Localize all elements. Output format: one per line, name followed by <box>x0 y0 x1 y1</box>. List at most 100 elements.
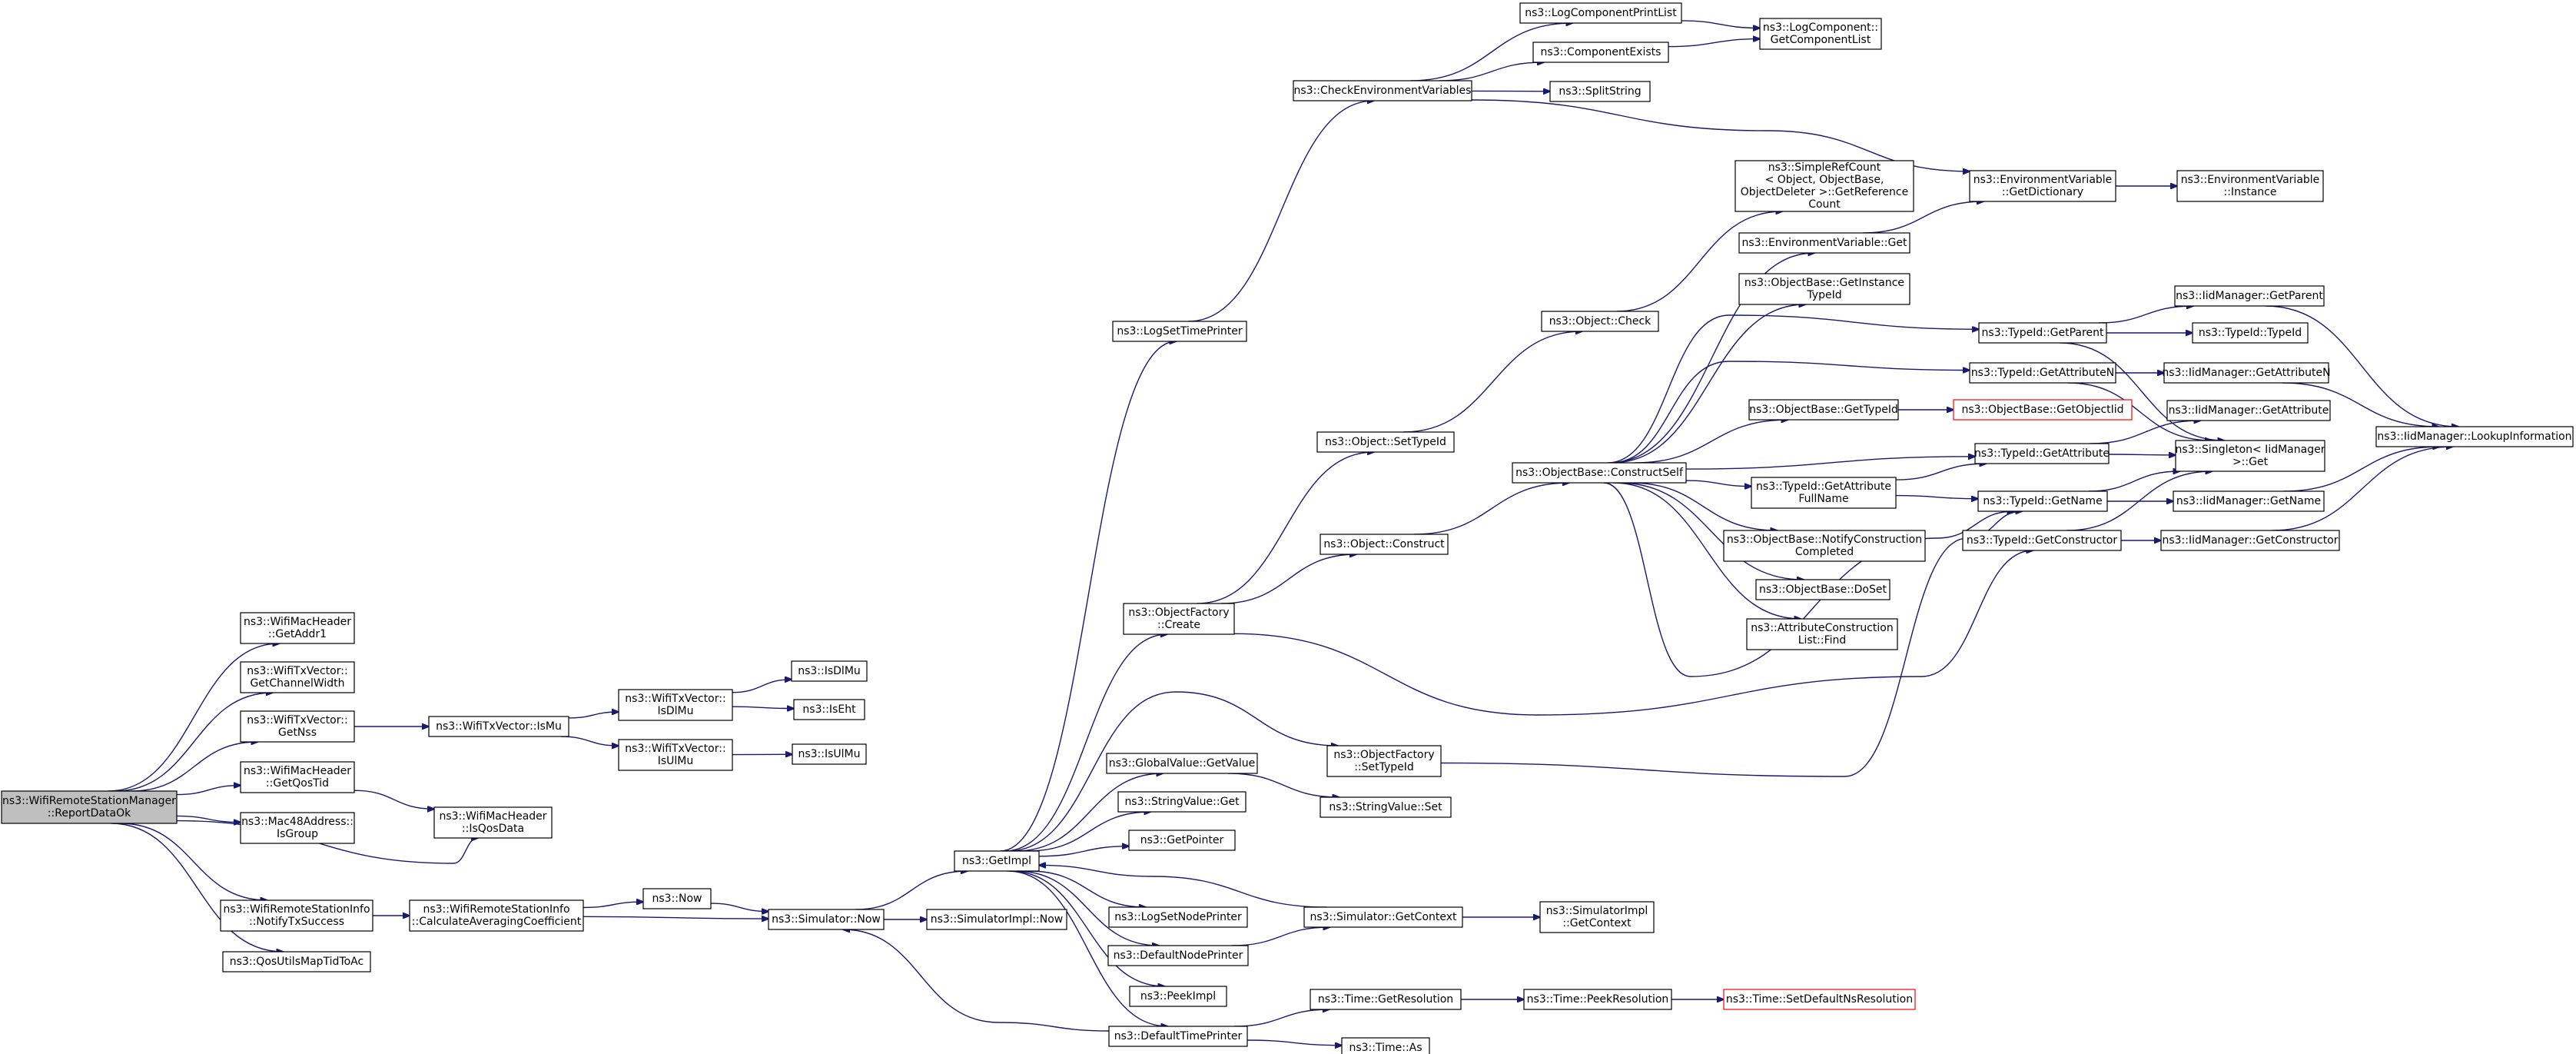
node-box-componentexists[interactable] <box>1532 42 1669 63</box>
node-box-root[interactable] <box>1 790 178 824</box>
node-box-envgetdictionary[interactable] <box>1969 170 2116 202</box>
node-box-peekresolution[interactable] <box>1523 989 1672 1010</box>
node-box-notifytxsuccess[interactable] <box>220 899 373 932</box>
node-simimplgetcontext[interactable]: ns3::SimulatorImpl::GetContext <box>1539 901 1655 933</box>
node-objconstruct[interactable]: ns3::Object::Construct <box>1320 534 1449 555</box>
node-box-getpointer[interactable] <box>1128 830 1236 851</box>
node-now[interactable]: ns3::Now <box>642 888 712 909</box>
node-simgetcontext[interactable]: ns3::Simulator::GetContext <box>1303 906 1463 928</box>
node-iidgetconstructor[interactable]: ns3::IidManager::GetConstructor <box>2160 530 2340 551</box>
node-iidgetattributen[interactable]: ns3::IidManager::GetAttributeN <box>2162 362 2331 384</box>
node-isulmu[interactable]: ns3::IsUlMu <box>792 743 867 765</box>
node-box-simimplgetcontext[interactable] <box>1539 901 1655 933</box>
node-iidgetparent[interactable]: ns3::IidManager::GetParent <box>2174 285 2325 307</box>
node-envvarget[interactable]: ns3::EnvironmentVariable::Get <box>1738 232 1910 254</box>
node-isgroup[interactable]: ns3::Mac48Address::IsGroup <box>240 812 355 844</box>
node-box-globalvalue[interactable] <box>1106 753 1258 774</box>
node-box-attrconstructionfind[interactable] <box>1746 618 1898 650</box>
node-getimpl[interactable]: ns3::GetImpl <box>954 850 1040 872</box>
node-box-simplerefcount[interactable] <box>1734 160 1914 212</box>
node-box-objbasegettypeid[interactable] <box>1748 399 1899 421</box>
node-box-singletonget[interactable] <box>2175 440 2325 472</box>
node-getchannelwidth[interactable]: ns3::WifiTxVector::GetChannelWidth <box>240 661 355 693</box>
node-logcomponentprintlist[interactable]: ns3::LogComponentPrintList <box>1519 2 1682 24</box>
node-box-iidgetname[interactable] <box>2173 490 2325 512</box>
node-simnow[interactable]: ns3::Simulator::Now <box>768 909 885 930</box>
node-box-envvarget[interactable] <box>1738 232 1910 254</box>
node-box-typeidgetattribute[interactable] <box>1974 443 2110 464</box>
node-box-setdefaultnsres[interactable] <box>1723 989 1916 1010</box>
node-globalvalue[interactable]: ns3::GlobalValue::GetValue <box>1106 753 1258 774</box>
node-checkenv[interactable]: ns3::CheckEnvironmentVariables <box>1293 80 1472 101</box>
node-box-isdlmu[interactable] <box>791 660 868 682</box>
node-notifyconstruction[interactable]: ns3::ObjectBase::NotifyConstructionCompl… <box>1723 530 1926 562</box>
node-box-getobjectiid[interactable] <box>1953 399 2133 421</box>
node-box-constructself[interactable] <box>1512 462 1687 484</box>
node-iseht[interactable]: ns3::IsEht <box>793 699 865 720</box>
node-iidgetattribute[interactable]: ns3::IidManager::GetAttribute <box>2166 400 2331 421</box>
node-qosutils[interactable]: ns3::QosUtilsMapTidToAc <box>222 951 371 973</box>
node-box-checkenv[interactable] <box>1293 80 1472 101</box>
node-box-timegetresolution[interactable] <box>1310 989 1462 1010</box>
node-box-getqostid[interactable] <box>240 761 355 793</box>
node-box-calcavg[interactable] <box>409 899 584 932</box>
node-box-iidgetattributen[interactable] <box>2163 362 2329 384</box>
node-box-getnss[interactable] <box>240 710 355 743</box>
node-envinstance[interactable]: ns3::EnvironmentVariable::Instance <box>2176 170 2324 202</box>
node-simplerefcount[interactable]: ns3::SimpleRefCount< Object, ObjectBase,… <box>1734 160 1914 212</box>
node-box-simimplnow[interactable] <box>926 909 1067 930</box>
node-setdefaultnsres[interactable]: ns3::Time::SetDefaultNsResolution <box>1723 989 1916 1010</box>
node-ismu[interactable]: ns3::WifiTxVector::IsMu <box>428 716 569 737</box>
node-getnss[interactable]: ns3::WifiTxVector::GetNss <box>240 710 355 743</box>
node-constructself[interactable]: ns3::ObjectBase::ConstructSelf <box>1512 462 1687 484</box>
node-stringvalueset[interactable]: ns3::StringValue::Set <box>1320 796 1452 818</box>
node-calcavg[interactable]: ns3::WifiRemoteStationInfo::CalculateAve… <box>409 899 584 932</box>
node-box-ismu[interactable] <box>428 716 569 737</box>
node-box-getcomponentlist[interactable] <box>1759 18 1882 50</box>
node-timegetresolution[interactable]: ns3::Time::GetResolution <box>1310 989 1462 1010</box>
node-isulmu_v[interactable]: ns3::WifiTxVector::IsUlMu <box>618 739 733 771</box>
node-box-qosutils[interactable] <box>222 951 371 973</box>
node-box-isulmu_v[interactable] <box>618 739 733 771</box>
node-box-typeidgetconstructor[interactable] <box>1962 530 2122 551</box>
node-box-isdlmu_v[interactable] <box>618 689 733 721</box>
node-logsetnodeprinter[interactable]: ns3::LogSetNodePrinter <box>1108 906 1248 928</box>
node-box-getinstancetypeid[interactable] <box>1738 273 1910 305</box>
node-box-getattributefullname[interactable] <box>1751 477 1897 509</box>
node-isdlmu_v[interactable]: ns3::WifiTxVector::IsDlMu <box>618 689 733 721</box>
node-objcheck[interactable]: ns3::Object::Check <box>1541 311 1659 332</box>
node-splitstring[interactable]: ns3::SplitString <box>1549 81 1651 102</box>
node-box-now[interactable] <box>642 888 712 909</box>
node-box-isgroup[interactable] <box>240 812 355 844</box>
node-box-logcomponentprintlist[interactable] <box>1519 2 1682 24</box>
node-box-doset[interactable] <box>1755 579 1891 600</box>
node-componentexists[interactable]: ns3::ComponentExists <box>1532 42 1669 63</box>
node-objbasegettypeid[interactable]: ns3::ObjectBase::GetTypeId <box>1748 399 1899 421</box>
node-box-stringvalueget[interactable] <box>1117 791 1247 813</box>
node-box-logsettimeprinter[interactable] <box>1112 321 1247 342</box>
node-getcomponentlist[interactable]: ns3::LogComponent::GetComponentList <box>1759 18 1882 50</box>
node-box-logsetnodeprinter[interactable] <box>1108 906 1248 928</box>
node-box-timeas[interactable] <box>1341 1037 1430 1054</box>
node-box-typeidgetparent[interactable] <box>1978 322 2107 344</box>
node-typeidgetparent[interactable]: ns3::TypeId::GetParent <box>1978 322 2107 344</box>
node-logsettimeprinter[interactable]: ns3::LogSetTimePrinter <box>1112 321 1247 342</box>
node-box-lookupinformation[interactable] <box>2375 426 2574 447</box>
node-box-envinstance[interactable] <box>2176 170 2324 202</box>
node-box-defaulttimeprinter[interactable] <box>1108 1026 1248 1047</box>
node-timeas[interactable]: ns3::Time::As <box>1341 1037 1430 1054</box>
node-peekimpl[interactable]: ns3::PeekImpl <box>1129 986 1227 1007</box>
node-box-typeidgetattributen[interactable] <box>1969 362 2116 384</box>
node-box-iidgetattribute[interactable] <box>2166 400 2331 421</box>
node-defaultnodeprinter[interactable]: ns3::DefaultNodePrinter <box>1107 945 1249 966</box>
node-typeidgetconstructor[interactable]: ns3::TypeId::GetConstructor <box>1962 530 2122 551</box>
node-singletonget[interactable]: ns3::Singleton< IidManager>::Get <box>2175 440 2325 472</box>
node-box-simgetcontext[interactable] <box>1303 906 1463 928</box>
node-box-objcheck[interactable] <box>1541 311 1659 332</box>
node-box-stringvalueset[interactable] <box>1320 796 1452 818</box>
node-objfactorycreate[interactable]: ns3::ObjectFactory::Create <box>1123 603 1235 635</box>
node-box-objfactorysettypeid[interactable] <box>1326 745 1442 777</box>
node-envgetdictionary[interactable]: ns3::EnvironmentVariable::GetDictionary <box>1969 170 2116 202</box>
node-isdlmu[interactable]: ns3::IsDlMu <box>791 660 868 682</box>
